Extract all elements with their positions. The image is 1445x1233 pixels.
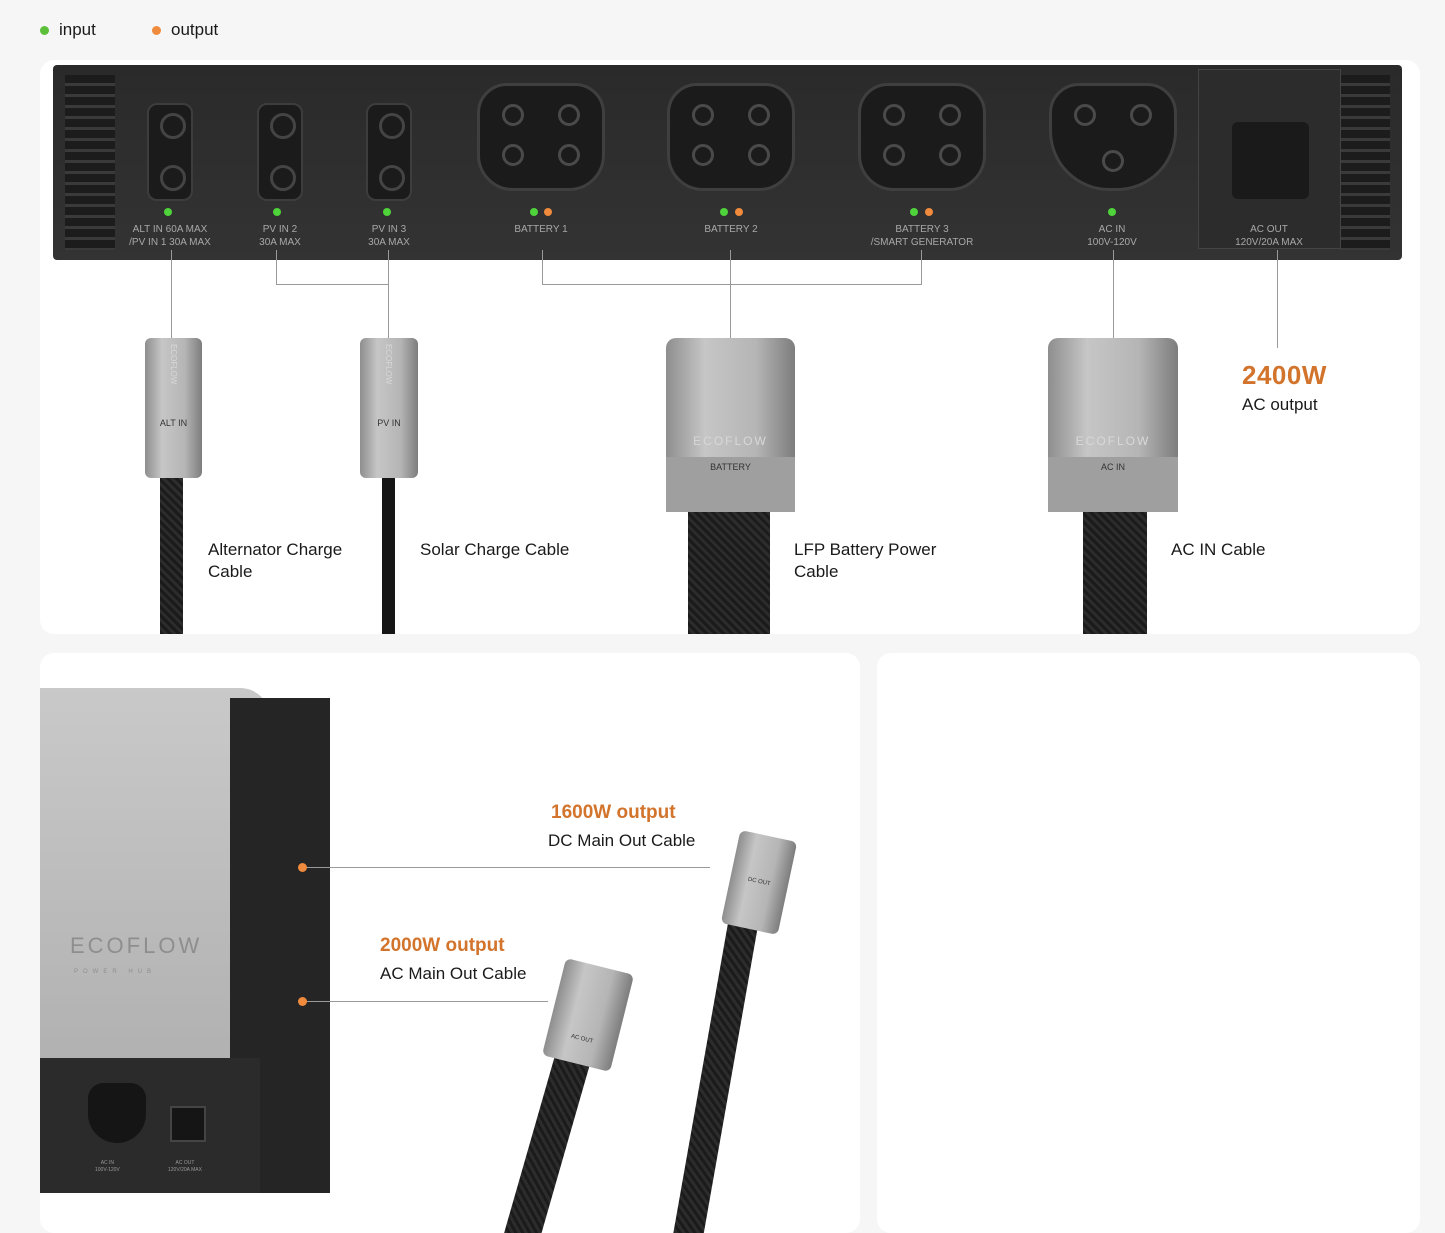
- plug-label: BATTERY: [710, 462, 751, 472]
- port-ac-in: [1049, 83, 1177, 191]
- connector-line: [921, 250, 922, 284]
- dc-main-label: DC Main Out Cable: [548, 831, 696, 850]
- legend-output: output: [152, 20, 218, 40]
- connector-line: [730, 250, 731, 338]
- input-led: [383, 208, 391, 216]
- power-hub-bottom-panel: AC IN 100V-120V AC OUT 120V/20A MAX: [40, 1058, 260, 1193]
- brand-text: ECOFLOW: [1075, 434, 1151, 448]
- port-label: AC OUT 120V/20A MAX: [1235, 224, 1303, 248]
- vent: [1340, 75, 1390, 250]
- plug-label: PV IN: [377, 418, 401, 428]
- ac-main-label: AC Main Out Cable: [380, 964, 527, 983]
- connector-line: [276, 284, 389, 285]
- output-led: [925, 208, 933, 216]
- dc-main-out-plug: DC OUT: [720, 830, 798, 935]
- brand-text: ECOFLOW: [169, 344, 178, 385]
- ac-cable-cord: [500, 1053, 591, 1233]
- hub-subtitle: POWER HUB: [74, 969, 157, 975]
- empty-card: [877, 653, 1420, 1233]
- port-label: PV IN 2 30A MAX: [259, 224, 301, 248]
- port-label: BATTERY 3 /SMART GENERATOR: [870, 224, 974, 248]
- battery-plug: ECOFLOW BATTERY: [666, 338, 795, 512]
- connector-line: [1277, 250, 1278, 348]
- output-dot-icon: [298, 997, 307, 1006]
- output-led: [735, 208, 743, 216]
- cable-cord: [688, 512, 770, 634]
- port-label: BATTERY 1: [514, 224, 568, 235]
- input-led: [273, 208, 281, 216]
- connector-line: [302, 1001, 548, 1002]
- plug-label: ALT IN: [159, 418, 188, 428]
- brand-text: ECOFLOW: [384, 344, 393, 385]
- input-led: [720, 208, 728, 216]
- port-label: ALT IN 60A MAX /PV IN 1 30A MAX: [129, 224, 211, 248]
- plug-label: DC OUT: [747, 876, 771, 888]
- vent: [65, 75, 115, 250]
- port-battery-3: [858, 83, 986, 191]
- ac-in-label: AC IN 100V-120V: [95, 1160, 120, 1173]
- port-label: PV IN 3 30A MAX: [368, 224, 410, 248]
- pv-in-plug: ECOFLOW PV IN: [360, 338, 418, 478]
- input-led: [164, 208, 172, 216]
- cable-name: AC IN Cable: [1171, 540, 1266, 559]
- connector-line: [276, 250, 277, 284]
- output-led: [544, 208, 552, 216]
- cable-cord: [382, 478, 395, 634]
- ac-output-power: 2400W: [1242, 360, 1327, 390]
- brand-text: ECOFLOW: [693, 434, 768, 448]
- ac-out-label: AC OUT 120V/20A MAX: [168, 1160, 202, 1173]
- port-label: BATTERY 2: [704, 224, 758, 235]
- ac-out-panel: [1198, 69, 1341, 249]
- cable-name: LFP Battery Power Cable: [794, 540, 937, 581]
- connector-line: [542, 284, 922, 285]
- legend-output-label: output: [171, 20, 219, 39]
- ac-main-power: 2000W output: [380, 935, 505, 956]
- legend-input: input: [40, 20, 96, 40]
- input-led: [910, 208, 918, 216]
- dc-main-power: 1600W output: [551, 802, 676, 823]
- port-pv-in-3: [366, 103, 412, 201]
- alt-in-plug: ECOFLOW ALT IN: [145, 338, 202, 478]
- output-dot-icon: [152, 25, 161, 35]
- main-out-card: ECOFLOW POWER HUB AC IN 100V-120V AC OUT…: [40, 653, 860, 1233]
- port-battery-2: [667, 83, 795, 191]
- legend-input-label: input: [59, 20, 96, 39]
- connector-line: [302, 867, 710, 868]
- output-dot-icon: [298, 863, 307, 872]
- cable-name: Alternator Charge Cable: [208, 540, 343, 581]
- ac-in-plug: ECOFLOW AC IN: [1048, 338, 1178, 512]
- cable-cord: [1083, 512, 1147, 634]
- cable-name: Solar Charge Cable: [420, 540, 570, 559]
- cable-cord: [160, 478, 183, 634]
- port-pv-in-2: [257, 103, 303, 201]
- ac-outlet-icon: [1232, 122, 1309, 199]
- port-battery-1: [477, 83, 605, 191]
- dc-cable-cord: [672, 910, 760, 1233]
- connector-line: [542, 250, 543, 284]
- input-led: [530, 208, 538, 216]
- connector-line: [171, 250, 172, 340]
- connector-line: [1113, 250, 1114, 338]
- ac-main-out-plug: AC OUT: [541, 958, 635, 1072]
- port-alt-in: [147, 103, 193, 201]
- port-label: AC IN 100V-120V: [1087, 224, 1137, 248]
- power-hub-port-panel: ALT IN 60A MAX /PV IN 1 30A MAX PV IN 2 …: [53, 65, 1402, 260]
- input-dot-icon: [40, 25, 49, 35]
- hub-brand: ECOFLOW: [70, 933, 203, 958]
- ac-in-port: [88, 1083, 146, 1143]
- connector-line: [388, 250, 389, 340]
- input-led: [1108, 208, 1116, 216]
- plug-label: AC OUT: [570, 1033, 594, 1045]
- plug-label: AC IN: [1100, 462, 1125, 472]
- ac-outlet-icon: [170, 1106, 206, 1142]
- ac-output-label: AC output: [1242, 395, 1318, 414]
